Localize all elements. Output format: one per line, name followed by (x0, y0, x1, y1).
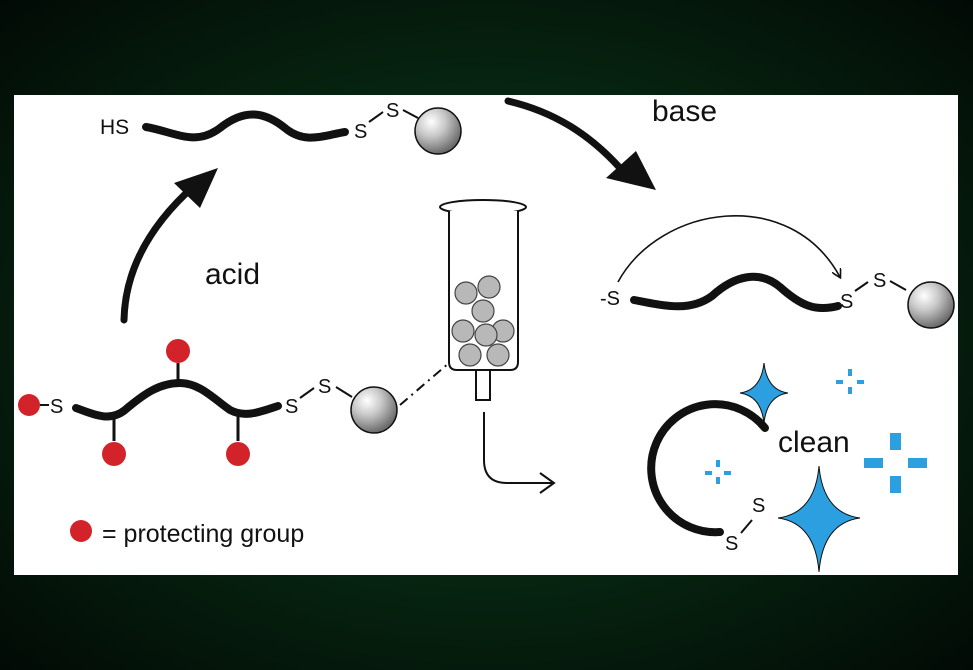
sparkle-cross-small-top (836, 369, 864, 394)
s-label-cyclic-1: S (752, 495, 765, 517)
bond-top-bead (402, 109, 419, 119)
s-label-cyclic-2: S (725, 533, 738, 555)
sparkle-star-small (739, 362, 789, 424)
s-label-left: S (50, 396, 63, 418)
base-arrowhead (606, 151, 656, 190)
cyclic-peptide (647, 400, 769, 537)
column-outlet (475, 369, 491, 401)
sparkle-cross-small-left (705, 460, 731, 484)
clean-label: clean (778, 426, 850, 459)
zoom-connector (399, 344, 471, 406)
s-label-left-ss2: S (318, 376, 331, 398)
acid-arrow (120, 181, 199, 324)
resin-bead-left (350, 386, 398, 434)
s-label-top-2: S (386, 100, 399, 122)
s-label-left-ss1: S (285, 396, 298, 418)
bond-left-bead (335, 386, 353, 398)
s-label-right-2: S (873, 270, 886, 292)
elution-arrow (483, 412, 552, 484)
peptide-chain-free (630, 272, 842, 313)
elution-arrowhead (539, 472, 556, 494)
s-label-top-1: S (354, 121, 367, 143)
peptide-chain-top (142, 110, 349, 142)
sparkle-star-large (777, 465, 861, 573)
base-arrow (504, 97, 624, 172)
bond-top-ss (368, 111, 384, 123)
column-resin-beads (451, 275, 515, 367)
bond-right-bead (889, 280, 907, 291)
acid-arrowhead (174, 168, 218, 208)
protecting-group-3 (226, 442, 250, 466)
attack-arrow (617, 215, 840, 283)
s-label-right-1: S (840, 291, 853, 313)
bond-cyclic-ss (740, 519, 753, 534)
bond-left-ss (299, 387, 315, 399)
peptide-chain-protected (72, 378, 282, 421)
hs-label: HS (100, 116, 129, 139)
base-label: base (652, 95, 717, 128)
resin-bead-right (907, 281, 955, 329)
resin-bead-top (414, 107, 462, 155)
legend-marker (70, 520, 92, 542)
acid-label: acid (205, 258, 260, 291)
sparkle-cross-large (864, 433, 927, 493)
protecting-group-1 (166, 339, 190, 363)
thiolate-label: -S (600, 288, 620, 310)
bond-right-ss (854, 281, 869, 292)
legend-label: = protecting group (102, 520, 304, 548)
protecting-group-2 (102, 442, 126, 466)
protecting-group-n-term (18, 394, 40, 416)
